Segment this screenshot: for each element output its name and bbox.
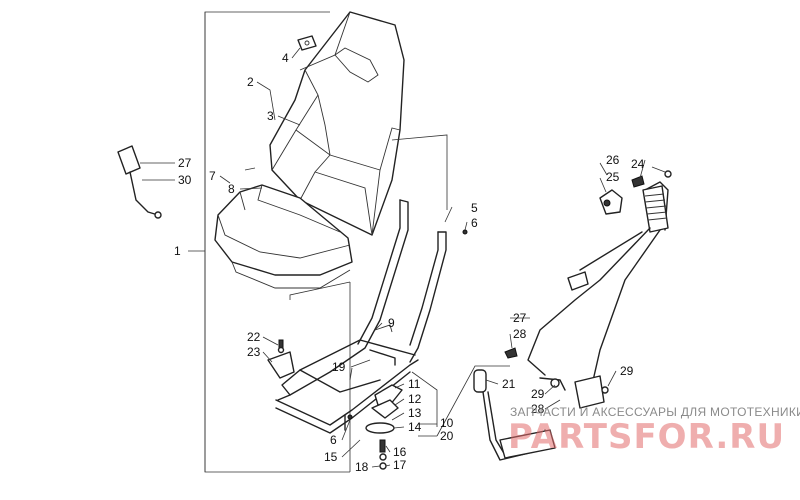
label-5: 5 xyxy=(471,201,478,215)
label-13: 13 xyxy=(408,406,422,420)
label-29-right: 29 xyxy=(620,364,634,378)
label-3: 3 xyxy=(267,109,274,123)
label-20: 20 xyxy=(440,429,454,443)
label-18: 18 xyxy=(355,460,369,474)
label-30: 30 xyxy=(178,173,192,187)
bracket-leaders xyxy=(411,365,510,437)
label-8: 8 xyxy=(228,182,235,196)
label-7: 7 xyxy=(209,169,216,183)
label-23: 23 xyxy=(247,345,261,359)
label-22: 22 xyxy=(247,330,261,344)
label-1: 1 xyxy=(174,244,181,258)
label-2: 2 xyxy=(247,75,254,89)
label-leaders xyxy=(219,47,666,468)
buckle-mount xyxy=(473,369,556,461)
label-9: 9 xyxy=(388,316,395,330)
seat-back-outline xyxy=(289,134,448,300)
label-28-lower: 28 xyxy=(531,402,545,416)
label-26: 26 xyxy=(606,153,620,167)
label-11: 11 xyxy=(408,377,421,391)
label-14: 14 xyxy=(408,420,422,434)
label-21: 21 xyxy=(502,377,516,391)
mount-bracket xyxy=(267,339,295,379)
seat-cushion xyxy=(214,184,353,289)
seat-backrest xyxy=(269,11,405,236)
label-16: 16 xyxy=(393,445,407,459)
label-10: 10 xyxy=(440,416,454,430)
label-17: 17 xyxy=(393,458,407,472)
label-15: 15 xyxy=(324,450,338,464)
seat-belt-assembly xyxy=(504,170,672,409)
label-12: 12 xyxy=(408,392,422,406)
label-6-top: 6 xyxy=(471,216,478,230)
label-24: 24 xyxy=(631,157,645,171)
label-25: 25 xyxy=(606,170,620,184)
part-labels: 1 2 3 4 5 6 6 7 8 9 10 11 12 13 14 15 16… xyxy=(174,51,645,474)
watermark-caption: ЗАПЧАСТИ И АКСЕССУАРЫ ДЛЯ МОТОТЕХНИКИ xyxy=(510,405,800,419)
label-27-right: 27 xyxy=(513,311,527,325)
label-28-upper: 28 xyxy=(513,327,527,341)
latch-hardware xyxy=(347,229,468,470)
watermark: ЗАПЧАСТИ И АКСЕССУАРЫ ДЛЯ МОТОТЕХНИКИ PA… xyxy=(508,405,800,457)
label-19: 19 xyxy=(332,360,346,374)
label-6-bottom: 6 xyxy=(330,433,337,447)
seat-badge xyxy=(297,35,317,51)
label-27-left: 27 xyxy=(178,156,192,170)
watermark-logo: PARTSFOR.RU xyxy=(508,417,785,457)
assembly-bracket xyxy=(188,11,351,473)
label-4: 4 xyxy=(282,51,289,65)
label-29-left: 29 xyxy=(531,387,545,401)
lap-belt-small xyxy=(117,145,175,219)
